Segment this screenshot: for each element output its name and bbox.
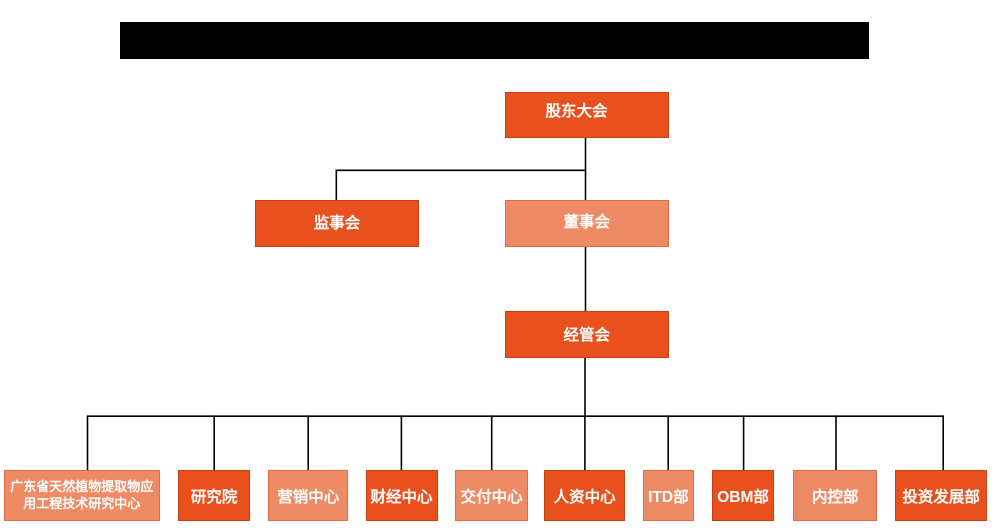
org-node-label-board-of-directors: 董事会 (563, 214, 610, 232)
org-node-hr-center: 人资中心 (544, 470, 625, 522)
org-node-label-obm-department: OBM部 (717, 488, 769, 506)
org-node-internal-control-department: 内控部 (793, 470, 878, 522)
org-node-label-supervisory-board: 监事会 (313, 214, 361, 232)
org-node-research-institute: 研究院 (178, 470, 251, 522)
org-node-label-internal-control-department: 内控部 (812, 488, 859, 506)
org-node-management-committee: 经管会 (504, 311, 669, 359)
org-node-finance-center: 财经中心 (365, 470, 438, 522)
org-node-label-hr-center: 人资中心 (553, 488, 616, 506)
org-node-label-marketing-center: 营销中心 (277, 488, 340, 506)
org-node-label-itd-department: ITD部 (648, 488, 689, 506)
org-node-delivery-center: 交付中心 (455, 470, 528, 522)
org-node-label-management-committee: 经管会 (563, 326, 610, 344)
org-node-supervisory-board: 监事会 (255, 200, 419, 247)
org-node-label-gd-research-center: 广东省天然植物提取物应用工程技术研究中心 (10, 479, 154, 511)
redacted-title-bar (120, 21, 869, 60)
org-node-itd-department: ITD部 (643, 470, 694, 522)
org-node-label-research-institute: 研究院 (190, 488, 238, 506)
org-node-gd-research-center: 广东省天然植物提取物应用工程技术研究中心 (4, 470, 160, 522)
org-node-label-shareholders-meeting: 股东大会 (545, 103, 608, 120)
org-node-shareholders-meeting: 股东大会 (504, 92, 669, 138)
org-node-investment-development-department: 投资发展部 (895, 470, 987, 522)
org-node-obm-department: OBM部 (712, 470, 775, 522)
org-node-label-finance-center: 财经中心 (370, 488, 433, 506)
org-node-label-investment-development-department: 投资发展部 (902, 488, 980, 506)
org-node-board-of-directors: 董事会 (504, 199, 669, 247)
org-node-marketing-center: 营销中心 (268, 470, 349, 522)
org-node-label-delivery-center: 交付中心 (460, 488, 523, 506)
